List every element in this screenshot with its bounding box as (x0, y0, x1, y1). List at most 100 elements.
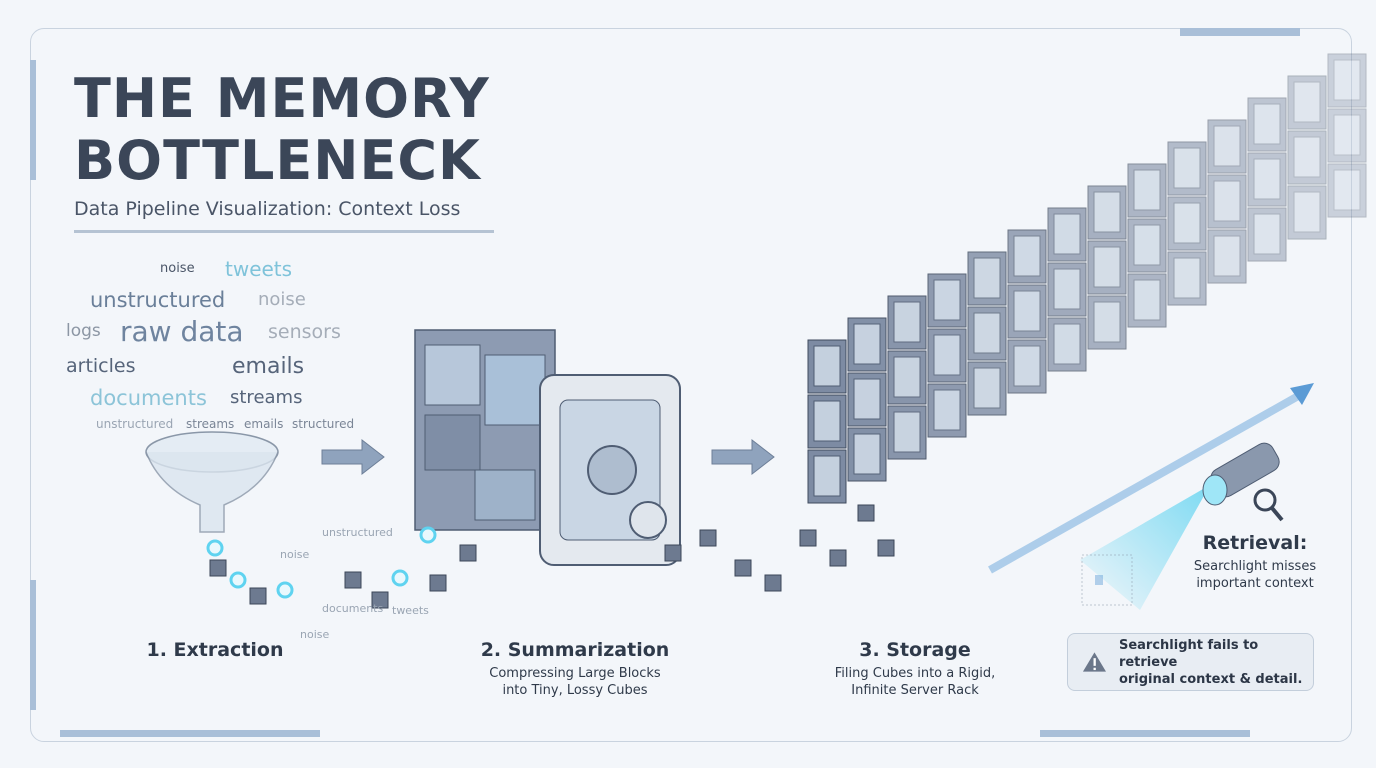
step-summarization-label: 2. Summarization (480, 639, 670, 661)
server-unit (1167, 251, 1207, 306)
server-unit (1287, 75, 1327, 130)
server-unit (927, 383, 967, 438)
server-unit (887, 405, 927, 460)
drift-word: documents (322, 602, 384, 615)
server-unit (1087, 185, 1127, 240)
server-unit (847, 372, 887, 427)
desc-line: Infinite Server Rack (851, 683, 979, 698)
server-unit (1207, 119, 1247, 174)
desc-line: Filing Cubes into a Rigid, (834, 666, 996, 681)
server-unit (1007, 229, 1047, 284)
title-line-1: THE MEMORY (74, 67, 490, 130)
server-unit (1327, 108, 1367, 163)
word-cloud-item: noise (160, 261, 195, 276)
frame-accent (1040, 730, 1250, 737)
server-unit (1327, 163, 1367, 218)
cube-particle (829, 549, 847, 567)
word-cloud-item: emails (232, 354, 305, 379)
retrieval-description: Searchlight misses important context (1170, 558, 1340, 592)
server-unit (1007, 339, 1047, 394)
server-unit (1087, 240, 1127, 295)
server-unit (1127, 218, 1167, 273)
server-unit (1247, 152, 1287, 207)
warning-callout: Searchlight fails to retrieve original c… (1067, 633, 1314, 691)
cube-particle (857, 504, 875, 522)
word-cloud-item: documents (90, 386, 207, 410)
server-unit (847, 427, 887, 482)
arrow-up-right-icon (988, 383, 1314, 574)
server-unit (807, 449, 847, 504)
callout-line: original context & detail. (1118, 671, 1303, 687)
server-unit (1127, 273, 1167, 328)
desc-line: Searchlight misses (1193, 559, 1317, 574)
server-unit (1287, 185, 1327, 240)
callout-line: Searchlight fails to retrieve (1118, 637, 1259, 670)
server-unit (1207, 229, 1247, 284)
desc-line: important context (1196, 576, 1314, 591)
cube-particle (734, 559, 752, 577)
cube-particle (459, 544, 477, 562)
step-summarization-description: Compressing Large Blocks into Tiny, Loss… (460, 665, 690, 699)
server-unit (967, 306, 1007, 361)
glow-particle (276, 581, 294, 599)
word-cloud-item: structured (292, 417, 355, 431)
server-unit (887, 295, 927, 350)
glow-particle (229, 571, 247, 589)
server-unit (1047, 207, 1087, 262)
server-unit (1247, 97, 1287, 152)
lossy-cubes (206, 504, 895, 609)
server-unit (1167, 196, 1207, 251)
server-unit (1047, 262, 1087, 317)
searchlight-icon (1080, 442, 1280, 610)
cube-particle (209, 559, 227, 577)
cube-particle (344, 571, 362, 589)
page-title: THE MEMORY BOTTLENECK (74, 68, 490, 192)
frame (30, 28, 1352, 742)
server-unit (1007, 284, 1047, 339)
word-cloud-item: streams (186, 417, 235, 431)
title-line-2: BOTTLENECK (74, 129, 481, 192)
drift-word: unstructured (322, 526, 393, 539)
server-unit (1127, 163, 1167, 218)
retrieval-label: Retrieval: (1202, 532, 1308, 554)
arrow-right-icon (321, 438, 385, 476)
page-subtitle: Data Pipeline Visualization: Context Los… (74, 198, 461, 220)
server-unit (927, 328, 967, 383)
frame-accent (60, 730, 320, 737)
step-storage-description: Filing Cubes into a Rigid, Infinite Serv… (800, 665, 1030, 699)
cube-particle (371, 591, 389, 609)
cube-particle (429, 574, 447, 592)
cube-particle (799, 529, 817, 547)
cube-particle (877, 539, 895, 557)
server-unit (967, 361, 1007, 416)
cube-particle (699, 529, 717, 547)
arrow-right-icon (711, 438, 775, 476)
server-unit (807, 339, 847, 394)
funnel-icon (145, 431, 279, 533)
word-cloud-item: tweets (225, 257, 293, 281)
frame-accent (1180, 28, 1300, 36)
server-unit (967, 251, 1007, 306)
word-cloud-item: streams (230, 387, 303, 408)
word-cloud-item: logs (66, 321, 101, 341)
server-unit (1047, 317, 1087, 372)
step-extraction-label: 1. Extraction (146, 639, 284, 661)
word-cloud-item: noise (258, 289, 306, 310)
faded-cube-icon (1081, 554, 1133, 606)
server-unit (1207, 174, 1247, 229)
warning-triangle-icon (1082, 652, 1106, 672)
frame-accent (30, 580, 36, 710)
callout-text: Searchlight fails to retrieve original c… (1119, 637, 1313, 688)
compressor-machine (414, 329, 681, 566)
word-cloud-item: emails (244, 417, 284, 431)
glow-particle (206, 539, 224, 557)
word-cloud-item: unstructured (96, 417, 174, 431)
desc-line: Compressing Large Blocks (489, 666, 661, 681)
magnifier-icon (1253, 488, 1284, 522)
glow-particle (391, 569, 409, 587)
desc-line: into Tiny, Lossy Cubes (502, 683, 648, 698)
word-cloud-item: articles (66, 355, 136, 377)
drift-word: noise (300, 628, 330, 641)
divider (74, 230, 494, 233)
